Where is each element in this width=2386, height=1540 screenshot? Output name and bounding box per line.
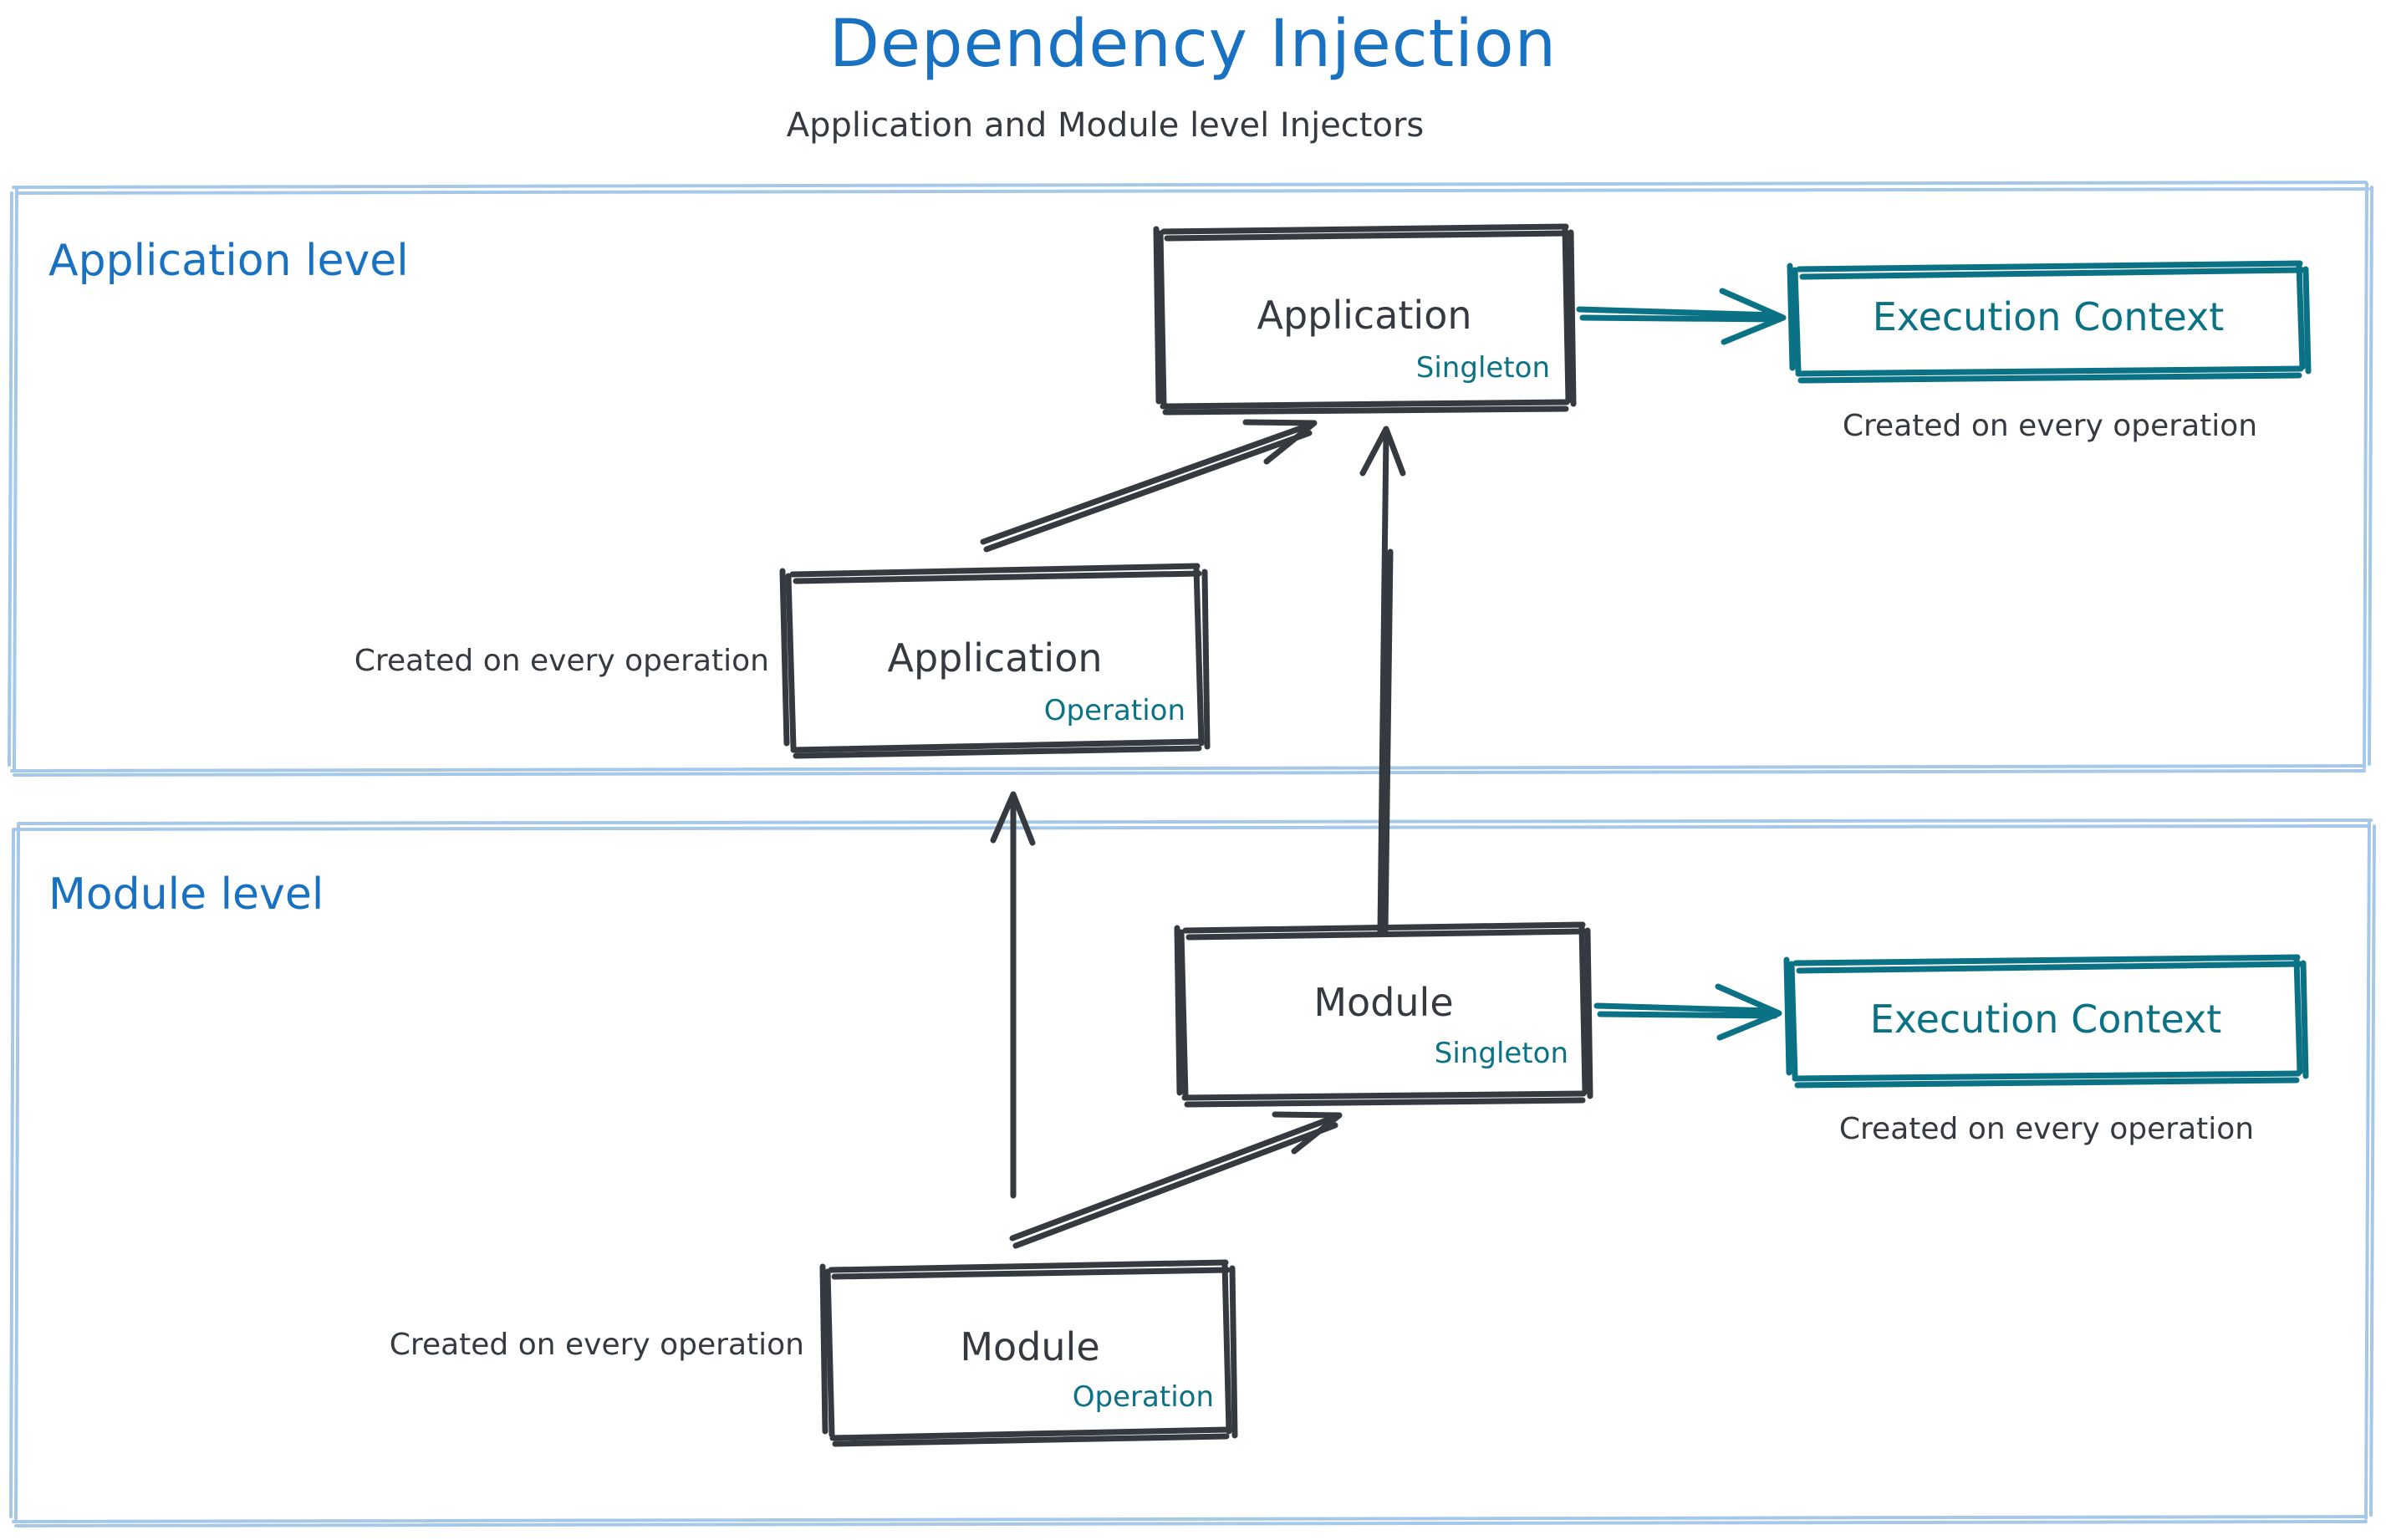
edge-module-operation-upward	[990, 791, 1036, 1199]
section-label-application-level: Application level	[48, 236, 409, 286]
edge-module-operation-to-singleton	[1009, 1111, 1343, 1249]
node-application-operation-title[interactable]: Application	[887, 635, 1103, 681]
node-module-singleton-title[interactable]: Module	[1313, 980, 1454, 1025]
section-label-module-level: Module level	[48, 869, 324, 920]
node-application-operation-scope: Operation	[1043, 694, 1185, 727]
note-application-operation: Created on every operation	[354, 644, 769, 678]
edge-module-singleton-to-application-singleton	[1359, 426, 1406, 936]
node-application-singleton-title[interactable]: Application	[1257, 293, 1472, 338]
edge-application-to-execution-context	[1576, 288, 1787, 345]
node-module-operation-title[interactable]: Module	[960, 1324, 1100, 1369]
node-application-singleton-scope: Singleton	[1415, 351, 1550, 385]
note-execution-context-module: Created on every operation	[1838, 1112, 2255, 1146]
note-execution-context-application: Created on every operation	[1842, 409, 2258, 443]
node-module-operation-scope: Operation	[1072, 1380, 1214, 1414]
page-title: Dependency Injection	[828, 7, 1558, 82]
edge-application-operation-to-singleton	[980, 419, 1318, 553]
node-execution-context-module-title[interactable]: Execution Context	[1869, 997, 2222, 1042]
page-subtitle: Application and Module level Injectors	[786, 106, 1425, 145]
container-module-level	[9, 818, 2376, 1527]
edge-module-to-execution-context	[1593, 983, 1782, 1041]
note-module-operation: Created on every operation	[389, 1328, 804, 1362]
node-module-singleton-scope: Singleton	[1434, 1037, 1568, 1070]
node-execution-context-application-title[interactable]: Execution Context	[1872, 294, 2225, 339]
